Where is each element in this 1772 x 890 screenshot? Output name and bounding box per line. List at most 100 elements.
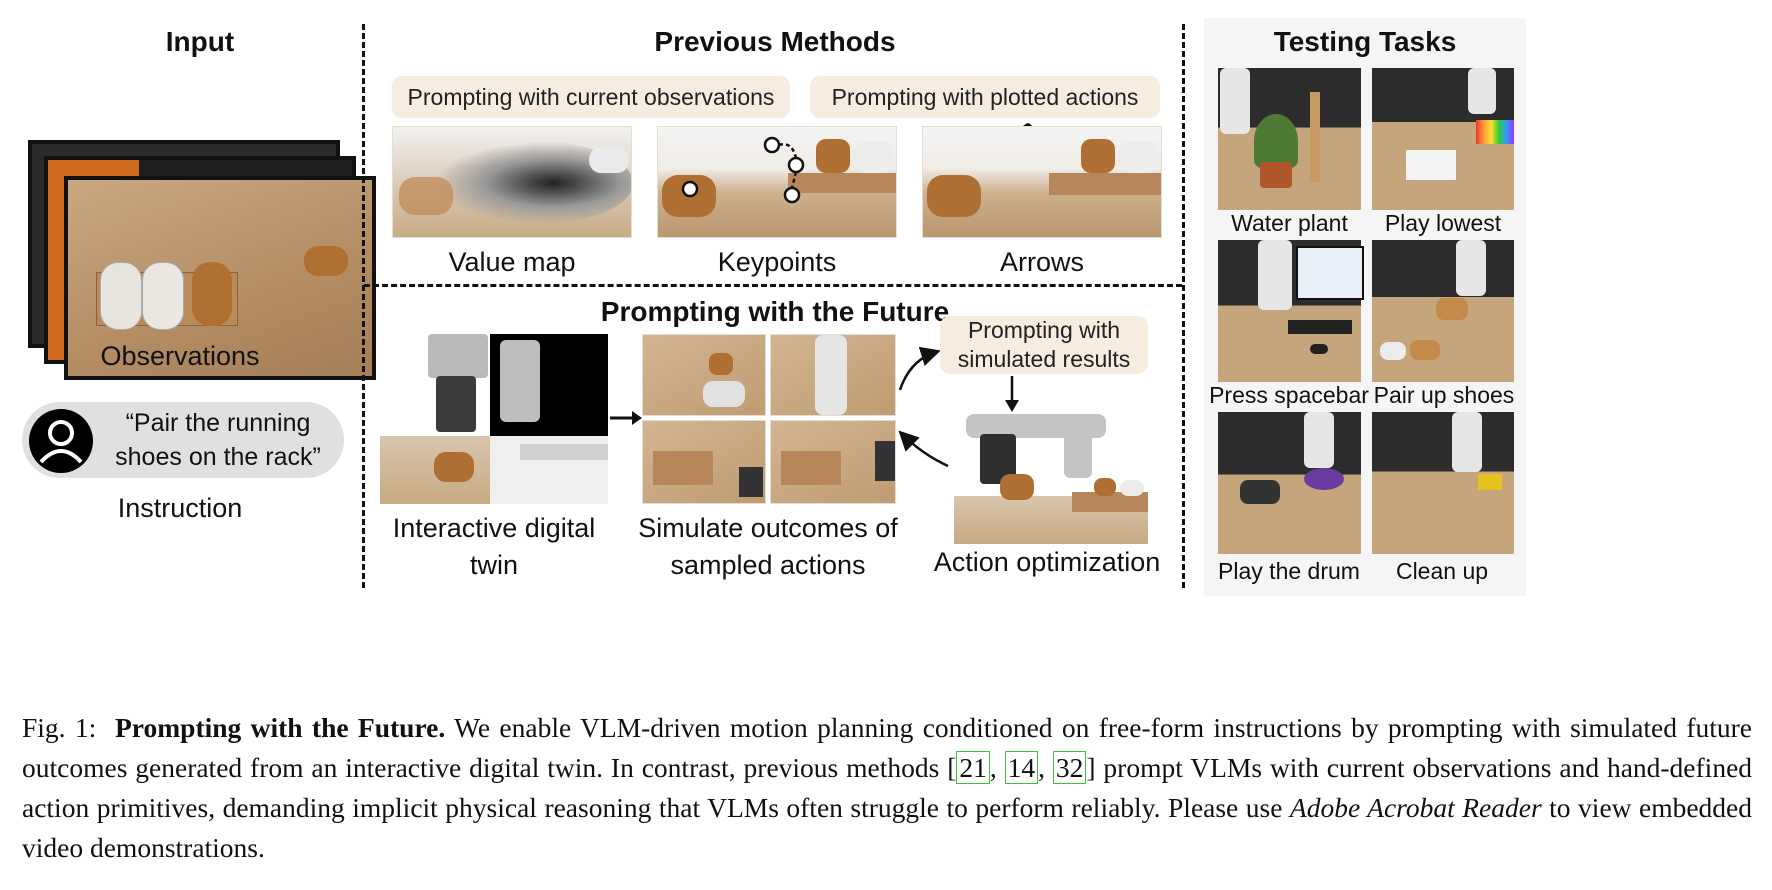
keypoints-label: Keypoints	[717, 247, 837, 277]
task-label-clean-up: Clean up	[1395, 558, 1489, 584]
mouse-icon	[1310, 344, 1328, 354]
keyboard-icon	[1288, 320, 1352, 334]
mug-rack-icon	[1310, 92, 1320, 182]
simulated-outcome-2	[770, 334, 896, 416]
brown-shoe-icon	[1000, 474, 1034, 500]
robot-arm-icon	[703, 381, 745, 407]
sponge-icon	[1478, 474, 1502, 490]
robot-arm-icon	[1064, 424, 1092, 478]
robot-gripper-icon	[739, 467, 763, 497]
rack-icon	[653, 451, 713, 485]
value-map-label: Value map	[448, 247, 576, 277]
simulated-outcomes-grid	[642, 334, 896, 504]
figure-caption: Fig. 1: Prompting with the Future. We en…	[22, 712, 1753, 863]
robot-arm-icon	[1468, 68, 1496, 114]
robot-arm-icon	[1456, 240, 1486, 296]
pot-icon	[1260, 162, 1292, 188]
simulate-outcomes-label: Simulate outcomes of sampled actions	[638, 513, 898, 580]
task-image-play-the-drum	[1218, 412, 1361, 554]
monitor-icon	[1296, 246, 1364, 300]
rack-icon	[781, 451, 841, 485]
task-image-water-plant	[1218, 68, 1361, 210]
value-map-image	[392, 126, 632, 238]
task-label-press-spacebar: Press spacebar	[1209, 382, 1369, 408]
robot-arm-icon	[1304, 412, 1334, 468]
instruction-bubble: “Pair the running shoes on the rack”	[22, 402, 344, 478]
caption-title: Prompting with the Future.	[114, 712, 446, 743]
brown-shoe-icon	[927, 175, 981, 217]
white-box-icon	[1406, 150, 1456, 180]
robot-arm-icon	[1452, 412, 1482, 472]
divider-left	[362, 24, 365, 588]
arrow-down-icon	[1005, 376, 1019, 412]
digital-twin-label: Interactive digital twin	[392, 513, 596, 580]
brown-shoe-icon	[304, 246, 348, 276]
prompt-simulated-results-pill: Prompting with simulated results	[940, 316, 1148, 374]
robot-gripper-icon	[436, 376, 476, 432]
citation-link[interactable]: 32	[1052, 751, 1087, 784]
optimization-loop-arrows	[898, 346, 949, 468]
brown-shoe-icon	[192, 262, 232, 326]
task-label-pair-up-shoes: Pair up shoes	[1373, 382, 1515, 408]
brown-shoe-icon	[1410, 340, 1440, 360]
rack-icon	[520, 444, 608, 460]
brown-shoe-icon	[816, 139, 850, 173]
instruction-label: Instruction	[117, 493, 243, 523]
white-shoe-icon	[1380, 342, 1406, 360]
white-shoe-icon	[142, 262, 184, 330]
white-shoe-icon	[100, 262, 142, 330]
drum-icon	[1304, 468, 1344, 490]
caption-text-1: We enable VLM-driven motion planning con…	[22, 712, 1753, 783]
robot-arm-icon	[1220, 68, 1250, 134]
action-optimization-label: Action optimization	[933, 547, 1161, 577]
robot-arm-icon	[1258, 240, 1292, 310]
brown-shoe-icon	[709, 353, 733, 375]
arrows-label: Arrows	[999, 247, 1084, 277]
digital-twin-image	[380, 334, 608, 504]
brown-shoe-icon	[434, 452, 474, 482]
caption-text-2: ] prompt VLMs with current observations …	[22, 752, 1753, 823]
white-shoe-icon	[854, 141, 894, 173]
divider-middle	[364, 284, 1182, 287]
rack-icon	[1072, 492, 1148, 512]
prompt-plotted-actions-pill: Prompting with plotted actions	[810, 76, 1160, 118]
task-label-play-lowest-tune: Play lowest tune	[1384, 210, 1502, 266]
observation-frame-front	[64, 176, 376, 380]
brown-shoe-icon	[1436, 298, 1468, 320]
simulated-outcome-4	[770, 420, 896, 504]
brown-shoe-icon	[399, 177, 453, 215]
task-label-play-the-drum: Play the drum	[1218, 558, 1360, 584]
robot-arm-icon	[815, 335, 847, 415]
task-image-play-lowest-tune	[1372, 68, 1514, 210]
observation-stack	[28, 140, 380, 380]
robot-arm-icon	[500, 340, 540, 422]
instruction-text: “Pair the running shoes on the rack”	[115, 409, 321, 471]
white-shoe-icon	[1120, 480, 1144, 496]
previous-methods-header: Previous Methods	[654, 26, 896, 57]
task-image-pair-up-shoes	[1372, 240, 1514, 382]
white-shoe-icon	[589, 147, 629, 173]
citation-link[interactable]: 14	[1004, 751, 1039, 784]
rack-icon	[788, 173, 896, 193]
figure-number: Fig. 1:	[22, 712, 97, 743]
prompt-current-observations-pill: Prompting with current observations	[392, 76, 790, 118]
task-label-water-plant: Water plant	[1231, 210, 1348, 236]
white-shoe-icon	[1119, 141, 1159, 173]
cloth-icon	[1240, 480, 1280, 504]
brown-shoe-icon	[1081, 139, 1115, 173]
caption-app-name: Adobe Acrobat Reader	[1289, 792, 1542, 823]
arrow-right-icon	[610, 411, 642, 425]
observations-label: Observations	[100, 341, 260, 371]
citation-link[interactable]: 21	[956, 751, 990, 784]
task-image-clean-up	[1372, 412, 1514, 554]
keypoint-markers	[681, 136, 805, 204]
divider-right	[1182, 24, 1185, 588]
caption-text-3: to view embedded video demonstrations.	[22, 792, 1753, 863]
robot-arm-icon	[428, 334, 488, 378]
input-header: Input	[165, 26, 235, 57]
simulated-outcome-1	[642, 334, 766, 416]
task-image-press-spacebar	[1218, 240, 1364, 382]
brown-shoe-icon	[1094, 478, 1116, 496]
action-optimization-image	[954, 414, 1148, 544]
arrows-image	[922, 126, 1162, 238]
